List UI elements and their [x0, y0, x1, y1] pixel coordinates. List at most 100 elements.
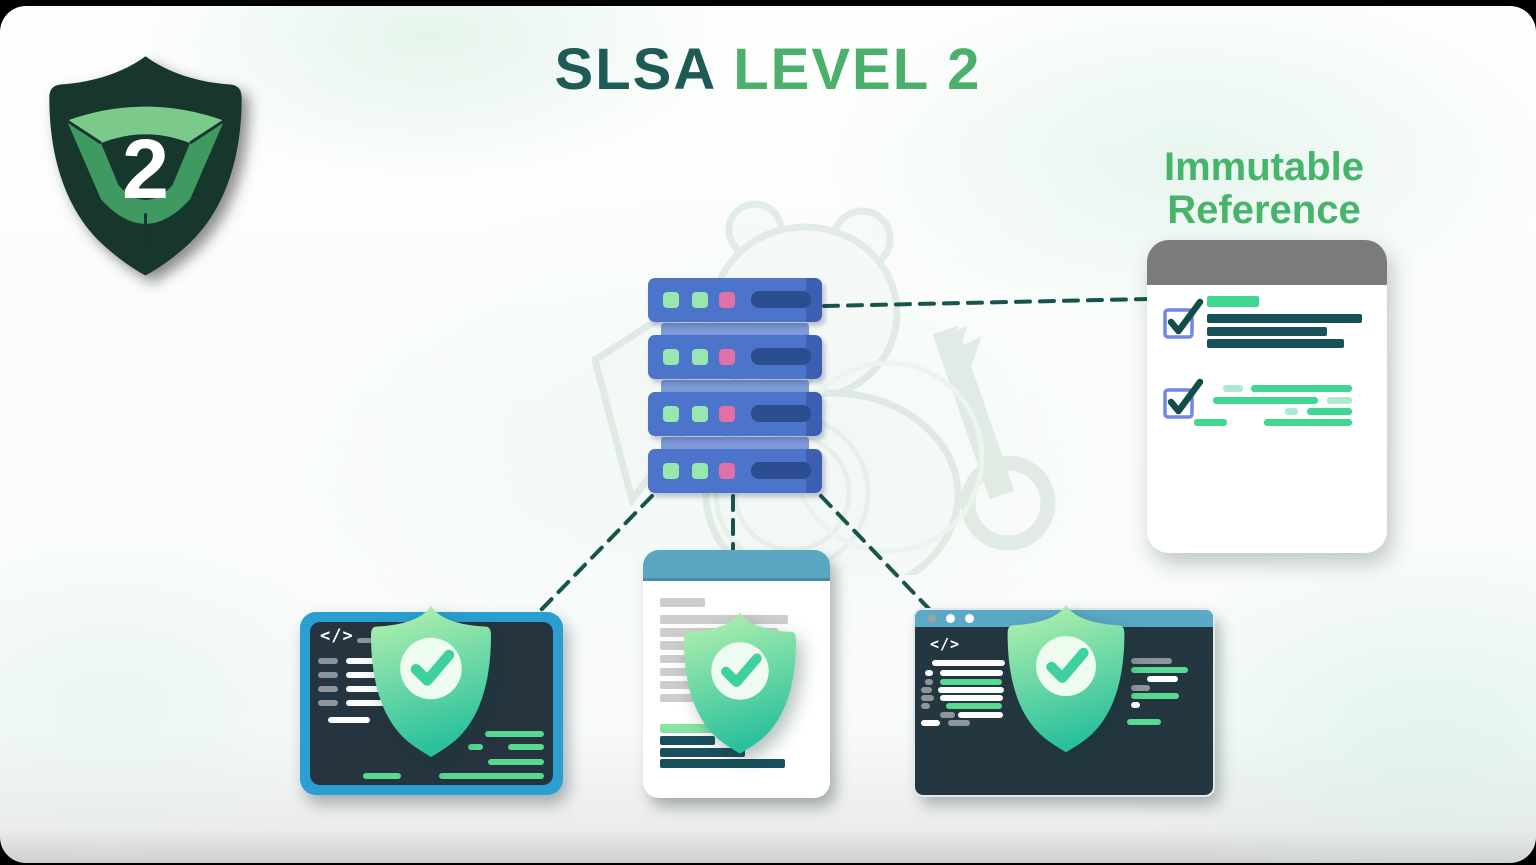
code-line: [940, 679, 1002, 685]
code-line: [938, 687, 1004, 693]
code-line: [1131, 667, 1188, 673]
code-line: [921, 703, 930, 709]
server-stack: [648, 278, 822, 493]
status-dot-pink: [719, 463, 735, 479]
connector-server-to-reference: [822, 297, 1149, 308]
title-accent: LEVEL 2: [733, 37, 982, 102]
status-dot-pink: [719, 292, 735, 308]
text-line: [1327, 397, 1352, 404]
connector-server-to-editor: [539, 494, 654, 612]
status-dot-green: [663, 463, 679, 479]
code-line: [1131, 702, 1140, 708]
check-icon: [721, 653, 762, 688]
text-line: [660, 759, 785, 768]
card-header-bar: [1147, 240, 1387, 285]
text-line: [1207, 314, 1362, 323]
code-line: [439, 773, 544, 779]
code-lines: [921, 658, 1188, 726]
code-line: [925, 670, 933, 676]
status-dot-green: [663, 406, 679, 422]
code-line: [946, 703, 1002, 709]
code-line: [357, 638, 372, 643]
connector-server-to-browser: [819, 494, 933, 613]
check-icon: [1046, 647, 1089, 683]
text-line: [660, 598, 705, 607]
code-line: [508, 744, 544, 750]
code-line: [318, 672, 338, 678]
immutable-reference-card: [1147, 240, 1387, 553]
text-line: [1264, 419, 1352, 426]
server-unit: [648, 449, 822, 493]
server-unit: [648, 335, 822, 379]
slsa-level-badge: 2: [49, 56, 242, 276]
code-line: [1131, 685, 1150, 691]
text-line: [1285, 408, 1298, 415]
code-line: [318, 658, 338, 664]
server-unit: [648, 278, 822, 322]
code-line: [958, 712, 1003, 718]
code-line: [940, 670, 1003, 676]
code-line: [948, 720, 970, 726]
text-line: [1207, 339, 1344, 348]
code-line: [940, 712, 955, 718]
shield-check-icon: [371, 605, 491, 757]
code-line: [1131, 658, 1172, 664]
text-line: [1213, 397, 1318, 404]
code-line: [328, 717, 370, 723]
server-unit: [648, 392, 822, 436]
status-dot-green: [692, 406, 708, 422]
document-card: [643, 550, 830, 798]
window-control-dot: [927, 614, 936, 623]
text-line: [660, 748, 745, 757]
status-dot-green: [692, 292, 708, 308]
watermark-key-teeth: [935, 325, 982, 367]
code-icon: </>: [930, 635, 961, 653]
code-line: [921, 720, 940, 726]
code-line: [932, 660, 1005, 666]
checkmark-icon: [1167, 298, 1204, 335]
checkmark-icon: [1167, 378, 1204, 415]
status-dot-pink: [719, 406, 735, 422]
text-line: [1207, 296, 1259, 307]
text-line: [1194, 419, 1227, 426]
text-line: [1223, 385, 1243, 392]
shield-check-icon: [684, 612, 796, 754]
drive-slot-bar: [751, 462, 811, 479]
code-line: [921, 695, 934, 701]
text-line: [1307, 408, 1352, 415]
immutable-reference-line2: Reference: [1167, 188, 1361, 233]
text-line: [660, 615, 788, 624]
drive-slot-bar: [751, 291, 811, 308]
code-line: [1127, 719, 1161, 725]
badge-ring-top: [66, 106, 225, 143]
slide-canvas: SLSA LEVEL 2 2: [0, 6, 1536, 863]
status-dot-pink: [719, 349, 735, 365]
code-line: [921, 687, 932, 693]
immutable-reference-label: Immutable Reference: [1140, 145, 1388, 233]
badge-ring-seams: [66, 119, 225, 248]
drive-slot-bar: [751, 405, 811, 422]
title-primary: SLSA: [554, 37, 716, 102]
check-icon: [410, 649, 455, 686]
text-line: [660, 736, 715, 745]
text-line: [1251, 385, 1352, 392]
shield-check-icon: [1007, 604, 1125, 753]
drive-slot-bar: [751, 348, 811, 365]
status-dot-green: [692, 349, 708, 365]
status-dot-green: [663, 349, 679, 365]
code-icon: </>: [320, 626, 354, 646]
connector-lines: [539, 297, 1149, 613]
code-line: [346, 700, 391, 706]
code-line: [318, 686, 338, 692]
code-line: [485, 731, 544, 737]
code-line: [925, 679, 933, 685]
document-header-bar: [643, 550, 830, 581]
immutable-reference-line1: Immutable: [1163, 145, 1365, 189]
status-dot-green: [663, 292, 679, 308]
text-line: [1207, 327, 1327, 336]
window-control-dot: [965, 614, 974, 623]
code-line: [1147, 676, 1178, 682]
server-connector: [661, 323, 809, 338]
server-connector: [661, 380, 809, 395]
code-line: [318, 700, 338, 706]
